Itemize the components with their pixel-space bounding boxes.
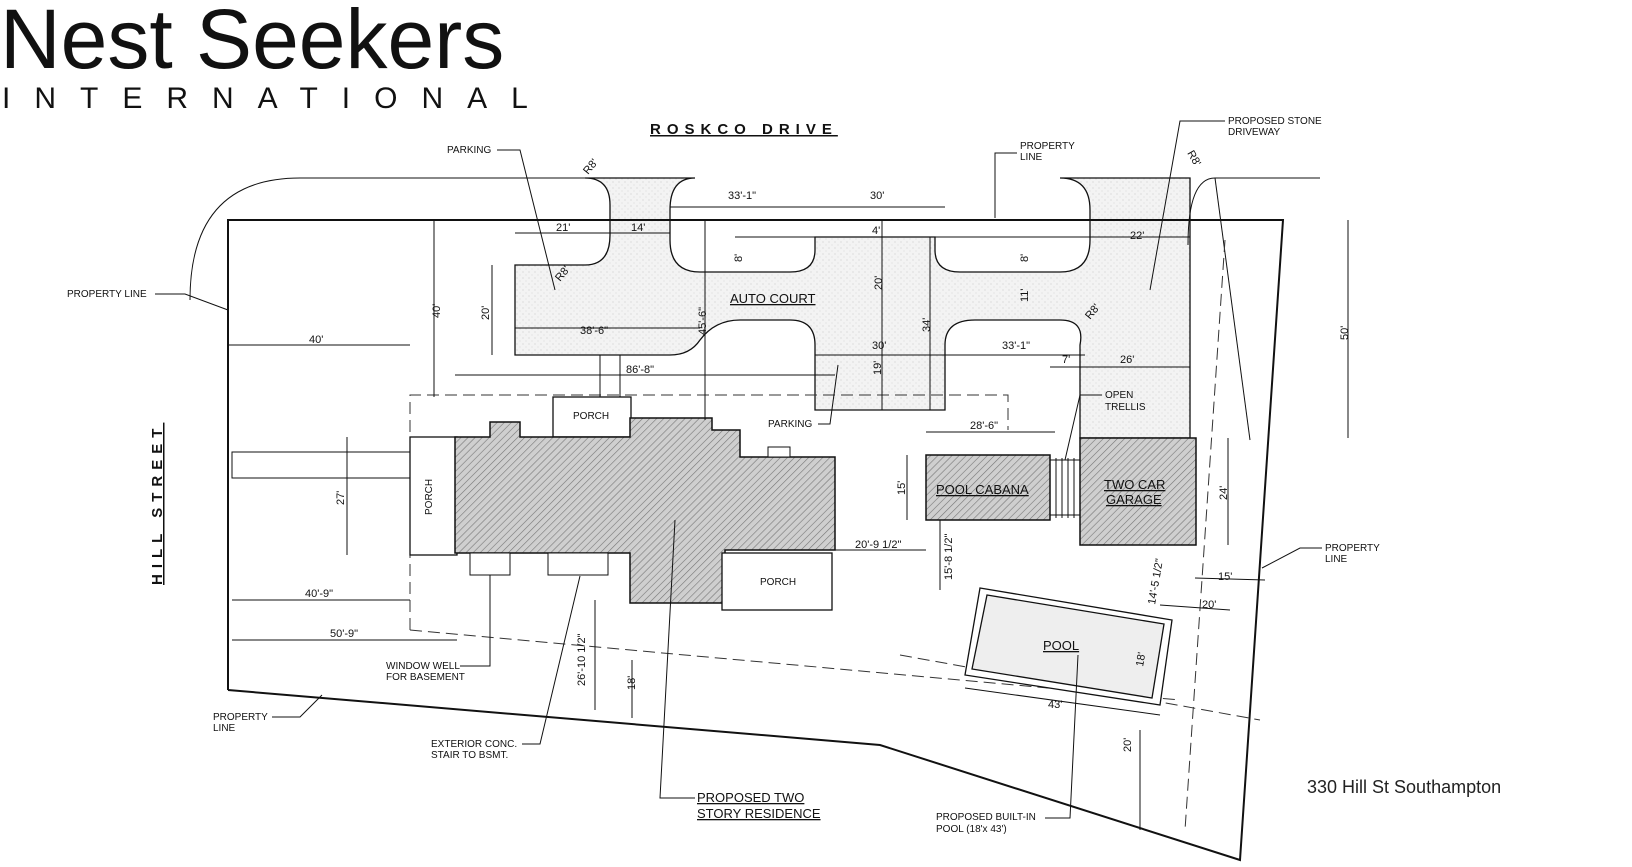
callout-window-well-2: FOR BASEMENT bbox=[386, 672, 465, 683]
logo-name: Nest Seekers bbox=[0, 0, 504, 86]
callout-property-line-top-2: LINE bbox=[1020, 152, 1043, 163]
front-walk bbox=[231, 451, 411, 479]
dim-label: 33'-1" bbox=[728, 190, 756, 202]
label-auto-court: AUTO COURT bbox=[730, 291, 816, 306]
auto-court-area bbox=[514, 177, 1191, 439]
address: 330 Hill St Southampton bbox=[1307, 777, 1501, 797]
dim-label: 20' bbox=[873, 276, 885, 290]
setback-line-right bbox=[1184, 239, 1226, 831]
dim-label: R8' bbox=[1184, 149, 1202, 169]
dim-label: 4' bbox=[872, 225, 880, 237]
porch-top bbox=[552, 396, 632, 438]
label-porch-left: PORCH bbox=[424, 479, 435, 515]
dim-label: 20' bbox=[480, 306, 492, 320]
callout-pool-2: POOL (18'x 43') bbox=[936, 824, 1007, 835]
callout-trellis-1: OPEN bbox=[1105, 390, 1133, 401]
callout-property-line-left: PROPERTY LINE bbox=[67, 289, 147, 300]
dim-label: 11' bbox=[1019, 288, 1031, 302]
dim-label: 8' bbox=[733, 254, 745, 262]
callout-property-line-right-1: PROPERTY bbox=[1325, 543, 1380, 554]
callout-property-line-bottom-2: LINE bbox=[213, 723, 236, 734]
dim-label: 30' bbox=[872, 340, 886, 352]
pool bbox=[971, 594, 1165, 699]
dim-label: 40' bbox=[309, 334, 323, 346]
dim-label: 8' bbox=[1019, 254, 1031, 262]
dim-label: 18' bbox=[1134, 651, 1148, 667]
dim-label: 14' bbox=[631, 222, 645, 234]
callout-property-line-top-1: PROPERTY bbox=[1020, 141, 1075, 152]
dim-label: 30' bbox=[870, 190, 884, 202]
proposed-residence bbox=[454, 417, 836, 604]
dim-label: 34' bbox=[921, 318, 933, 332]
dim-label: 40'-9" bbox=[305, 588, 333, 600]
callout-property-line-right-2: LINE bbox=[1325, 554, 1348, 565]
pool-cabana bbox=[925, 454, 1051, 521]
dim-label: 7' bbox=[1062, 354, 1070, 366]
dim-label: 26'-10 1/2" bbox=[576, 633, 588, 686]
window-well bbox=[469, 552, 511, 576]
label-pool-cabana: POOL CABANA bbox=[936, 482, 1029, 497]
dimension-lines bbox=[228, 206, 1349, 830]
dimension-labels: 21' 14' 33'-1" 30' 4' 8' 8' 22' 20' 20' … bbox=[305, 149, 1351, 753]
callout-residence-2: STORY RESIDENCE bbox=[697, 806, 821, 821]
dim-label: 19' bbox=[872, 361, 884, 375]
dim-label: 21' bbox=[556, 222, 570, 234]
dim-label: 50'-9" bbox=[330, 628, 358, 640]
label-pool: POOL bbox=[1043, 638, 1079, 653]
callout-window-well-1: WINDOW WELL bbox=[386, 661, 460, 672]
setback-line-bottom bbox=[409, 629, 1181, 701]
road-roskco-drive: ROSKCO DRIVE bbox=[650, 121, 838, 138]
driveway-edge bbox=[1214, 177, 1251, 441]
logo-sub: INTERNATIONAL bbox=[2, 82, 552, 115]
dim-label: 26' bbox=[1120, 354, 1134, 366]
dim-label: 33'-1" bbox=[1002, 340, 1030, 352]
label-porch-top: PORCH bbox=[573, 411, 609, 422]
callout-parking-top: PARKING bbox=[447, 145, 491, 156]
dim-label: 40' bbox=[431, 304, 443, 318]
exterior-stair bbox=[547, 552, 609, 576]
dim-label: 28'-6" bbox=[970, 420, 998, 432]
dim-label: 14'-5 1/2" bbox=[1146, 558, 1166, 606]
chimney bbox=[767, 446, 791, 458]
dim-label: 15' bbox=[896, 481, 908, 495]
road-hill-street: HILL STREET bbox=[149, 423, 166, 585]
callout-stair-2: STAIR TO BSMT. bbox=[431, 750, 508, 761]
callout-residence-1: PROPOSED TWO bbox=[697, 790, 804, 805]
dim-label: R8' bbox=[581, 157, 601, 177]
porch-steps bbox=[599, 354, 621, 398]
callouts: PARKING PROPERTY LINE PROPOSED STONE DRI… bbox=[67, 116, 1380, 835]
dim-label: 50' bbox=[1339, 326, 1351, 340]
dim-label: 43' bbox=[1048, 699, 1062, 711]
callout-stone-driveway-1: PROPOSED STONE bbox=[1228, 116, 1322, 127]
porch-right bbox=[721, 552, 833, 611]
road-edge-right bbox=[1187, 177, 1320, 246]
dim-label: 24' bbox=[1218, 486, 1230, 500]
callout-trellis-2: TRELLIS bbox=[1105, 402, 1146, 413]
dim-label: 20' bbox=[1202, 599, 1216, 611]
dim-label: 45'-6" bbox=[697, 307, 709, 335]
dim-label: 38'-6" bbox=[580, 325, 608, 337]
label-porch-right: PORCH bbox=[760, 577, 796, 588]
callout-pool-1: PROPOSED BUILT-IN bbox=[936, 812, 1036, 823]
callout-stair-1: EXTERIOR CONC. bbox=[431, 739, 517, 750]
label-garage-2: GARAGE bbox=[1106, 492, 1162, 507]
callout-property-line-bottom-1: PROPERTY bbox=[213, 712, 268, 723]
dim-label: 86'-8" bbox=[626, 364, 654, 376]
dim-label: 22' bbox=[1130, 230, 1144, 242]
callout-parking-mid: PARKING bbox=[768, 419, 812, 430]
open-trellis bbox=[1050, 458, 1080, 518]
property-line bbox=[227, 219, 1285, 862]
dim-label: 15' bbox=[1218, 571, 1232, 583]
callout-stone-driveway-2: DRIVEWAY bbox=[1228, 127, 1281, 138]
dim-label: 20'-9 1/2" bbox=[855, 539, 901, 551]
two-car-garage bbox=[1079, 437, 1197, 546]
dim-label: 20' bbox=[1122, 738, 1134, 752]
dim-label: 15'-8 1/2" bbox=[943, 534, 955, 580]
road-edge-left bbox=[189, 177, 585, 301]
dim-label: 27' bbox=[335, 491, 347, 505]
dim-label: 18' bbox=[626, 676, 638, 690]
label-garage-1: TWO CAR bbox=[1104, 477, 1165, 492]
